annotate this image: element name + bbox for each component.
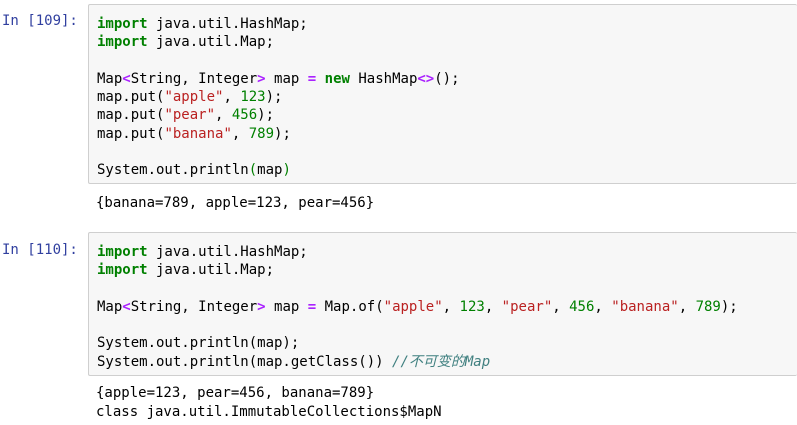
code-input-area[interactable]: import java.util.HashMap;import java.uti… <box>88 4 797 184</box>
code-token: 789 <box>695 298 721 315</box>
code-line <box>97 316 738 334</box>
code-line: System.out.println(map.getClass()) //不可变… <box>97 353 738 371</box>
code-token: new <box>324 70 350 87</box>
code-token: import <box>97 262 148 279</box>
code-token: map.put( <box>97 107 165 124</box>
code-token: 456 <box>231 107 258 124</box>
code-token: System.out.println <box>97 162 249 179</box>
code-token: "apple" <box>164 89 224 106</box>
code-token: , <box>223 89 241 106</box>
code-token: ) <box>282 162 291 179</box>
code-line: map.put("pear", 456); <box>97 106 460 124</box>
code-line: import java.util.Map; <box>97 33 460 51</box>
code-line: import java.util.HashMap; <box>97 243 738 261</box>
code-token: 456 <box>569 298 595 315</box>
code-token: "pear" <box>501 298 553 315</box>
code-line: System.out.println(map) <box>97 161 460 179</box>
code-token: //不可变的Map <box>392 353 491 370</box>
code-token: , <box>231 125 249 142</box>
code-line: Map<String, Integer> map = new HashMap<>… <box>97 70 460 88</box>
code-token: > <box>257 298 266 315</box>
code-line: Map<String, Integer> map = Map.of("apple… <box>97 298 738 316</box>
cell-prompt: In [109]: <box>2 13 78 29</box>
code-token: java.util.Map; <box>147 34 275 51</box>
code-token: < <box>122 70 131 87</box>
code-token: ); <box>274 125 291 142</box>
code-token: = <box>307 298 317 315</box>
code-line: System.out.println(map); <box>97 334 738 352</box>
code-token: HashMap <box>349 70 418 87</box>
code-token: "banana" <box>164 125 232 142</box>
code-token: map <box>257 162 283 179</box>
code-token: java.util.Map; <box>147 262 275 279</box>
code-token: , <box>484 298 502 315</box>
code-token: Map <box>97 70 123 87</box>
code-line: import java.util.HashMap; <box>97 15 460 33</box>
cell-prompt: In [110]: <box>2 242 78 258</box>
code-token: Map.of( <box>316 298 384 315</box>
code-token: "pear" <box>164 107 216 124</box>
code-token: ); <box>720 298 738 315</box>
code-token: Map <box>97 298 123 315</box>
output-line: {banana=789, apple=123, pear=456} <box>96 195 375 211</box>
code-token: java.util.HashMap; <box>147 244 308 260</box>
code-block: import java.util.HashMap;import java.uti… <box>97 15 460 180</box>
cell-output: {banana=789, apple=123, pear=456} <box>96 194 374 213</box>
code-token: , <box>215 107 232 124</box>
code-token: String, Integer <box>130 298 258 315</box>
code-token: , <box>594 298 612 315</box>
cell-output: {apple=123, pear=456, banana=789} class j… <box>96 384 442 422</box>
code-token: = <box>307 70 317 87</box>
code-token: <> <box>417 70 435 87</box>
code-token: "apple" <box>383 298 443 315</box>
code-token: , <box>442 298 460 315</box>
code-token: ( <box>248 162 258 179</box>
output-line: {apple=123, pear=456, banana=789} <box>96 385 375 401</box>
code-token: map <box>265 70 308 87</box>
code-token: 789 <box>248 125 275 142</box>
code-token: System.out.println(map.getClass()) <box>97 353 393 370</box>
code-token: > <box>257 70 266 87</box>
code-token: 123 <box>459 298 485 315</box>
code-token: map.put( <box>97 89 165 106</box>
code-token: (); <box>434 70 460 87</box>
code-input-area[interactable]: import java.util.HashMap;import java.uti… <box>88 232 797 376</box>
code-line: import java.util.Map; <box>97 261 738 279</box>
code-token: import <box>97 244 148 260</box>
code-token: < <box>122 298 131 315</box>
code-line <box>97 280 738 298</box>
code-token: java.util.HashMap; <box>147 16 308 32</box>
code-token: import <box>97 16 148 32</box>
code-block: import java.util.HashMap;import java.uti… <box>97 243 738 371</box>
code-line <box>97 143 460 161</box>
code-token: ); <box>265 89 283 106</box>
code-token: , <box>678 298 696 315</box>
code-line: map.put("banana", 789); <box>97 125 460 143</box>
code-token: map <box>265 298 308 315</box>
code-line: map.put("apple", 123); <box>97 88 460 106</box>
code-line <box>97 52 460 70</box>
code-token <box>316 71 324 87</box>
code-token: , <box>552 298 570 315</box>
output-line: class java.util.ImmutableCollections$Map… <box>96 404 442 420</box>
code-token: map.put( <box>97 125 165 142</box>
code-token: System.out.println(map); <box>97 335 300 352</box>
code-token: 123 <box>240 89 266 106</box>
code-token: import <box>97 34 148 51</box>
code-token: ); <box>257 107 275 124</box>
code-token: "banana" <box>611 298 679 315</box>
code-token: String, Integer <box>130 70 258 87</box>
